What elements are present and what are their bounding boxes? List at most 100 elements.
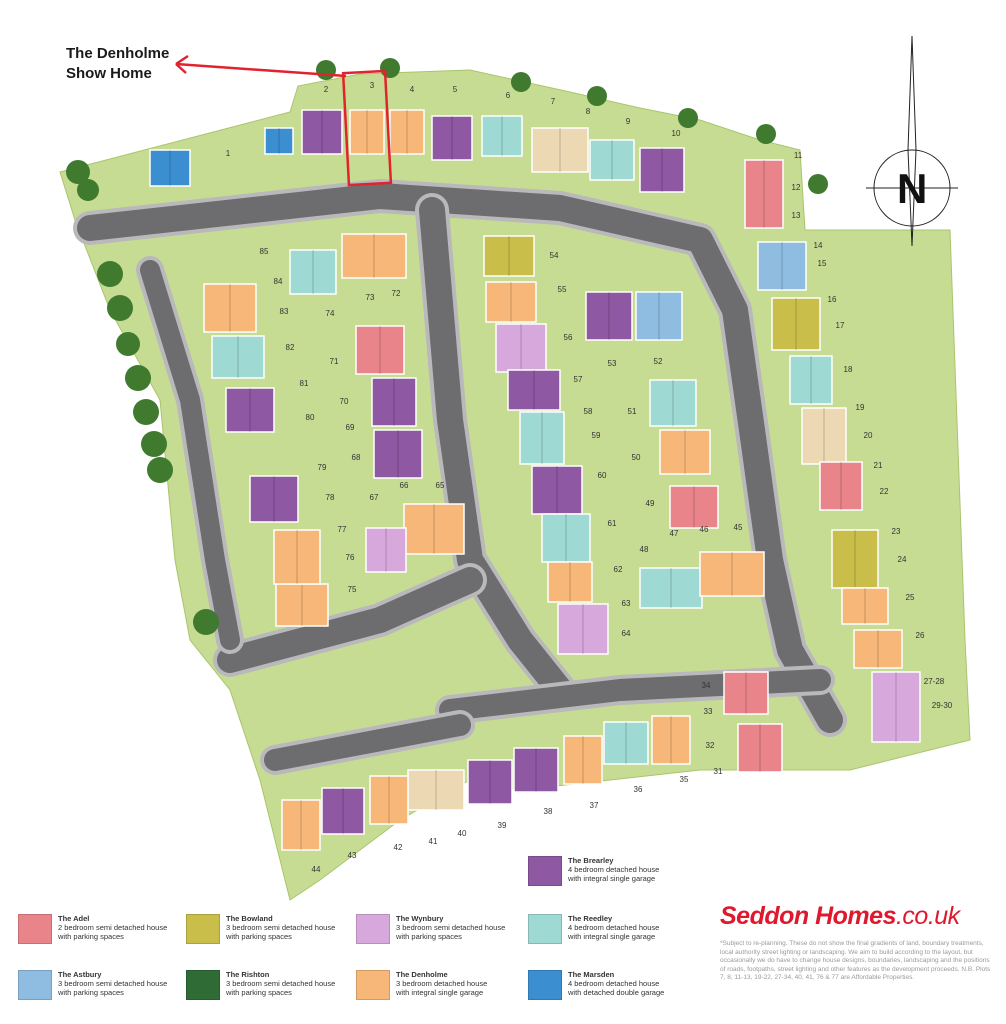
house-denholme xyxy=(281,799,321,851)
legend-house-name: The Adel xyxy=(58,914,90,923)
house-brearley xyxy=(373,429,423,479)
house-denholme xyxy=(485,281,537,323)
show-home-callout: The Denholme Show Home xyxy=(66,44,169,84)
plot-label-10: 10 xyxy=(672,129,681,138)
legend-house-desc: 4 bedroom detached house xyxy=(568,979,660,988)
house-reedley xyxy=(639,567,703,609)
plot-label-83: 83 xyxy=(280,307,289,316)
house-plots xyxy=(149,109,921,851)
house-reedley xyxy=(603,721,649,765)
plot-label-80: 80 xyxy=(306,413,315,422)
house-reedley xyxy=(649,379,697,427)
house-adel xyxy=(723,671,769,715)
house-reedley xyxy=(289,249,337,295)
house-brearley xyxy=(531,465,583,515)
legend-swatch-marsden xyxy=(528,970,562,1000)
house-denholme xyxy=(203,283,257,333)
legend-house-desc: 3 bedroom semi detached house xyxy=(226,923,336,932)
house-reedley xyxy=(589,139,635,181)
house-denholme xyxy=(547,561,593,603)
plot-label-77: 77 xyxy=(338,525,347,534)
house-cream xyxy=(531,127,589,173)
legend-swatch-bowland xyxy=(186,914,220,944)
compass-north-label: N xyxy=(897,165,928,212)
plot-label-37: 37 xyxy=(590,801,599,810)
plot-label-1: 1 xyxy=(226,149,231,158)
legend-house-garage: with parking spaces xyxy=(58,988,124,997)
house-brearley xyxy=(371,377,417,427)
plot-label-75: 75 xyxy=(348,585,357,594)
house-bowland xyxy=(771,297,821,351)
plot-label-31: 31 xyxy=(714,767,723,776)
plot-label-2: 2 xyxy=(324,85,329,94)
plot-label-6: 6 xyxy=(506,91,511,100)
plot-label-8: 8 xyxy=(586,107,591,116)
legend-house-name: The Rishton xyxy=(226,970,270,979)
plot-label-60: 60 xyxy=(598,471,607,480)
plot-label-20: 20 xyxy=(864,431,873,440)
house-denholme xyxy=(841,587,889,625)
plot-label-61: 61 xyxy=(608,519,617,528)
plot-label-9: 9 xyxy=(626,117,631,126)
plot-label-71: 71 xyxy=(330,357,339,366)
plot-label-17: 17 xyxy=(836,321,845,330)
house-denholme xyxy=(651,715,691,765)
house-adel xyxy=(819,461,863,511)
plot-label-21: 21 xyxy=(874,461,883,470)
house-denholme xyxy=(341,233,407,279)
show-home-subtitle: Show Home xyxy=(66,65,152,82)
legend-house-name: The Astbury xyxy=(58,970,102,979)
show-home-arrow xyxy=(175,62,347,78)
disclaimer-text: *Subject to re-planning. These do not sh… xyxy=(720,940,991,982)
compass xyxy=(866,35,958,247)
plot-label-36: 36 xyxy=(634,785,643,794)
plot-label-35: 35 xyxy=(680,775,689,784)
plot-label-34: 34 xyxy=(702,681,711,690)
plot-label-38: 38 xyxy=(544,807,553,816)
plot-label-23: 23 xyxy=(892,527,901,536)
plot-label-27-28: 27-28 xyxy=(924,677,945,686)
plot-label-57: 57 xyxy=(574,375,583,384)
house-brearley xyxy=(225,387,275,433)
legend-house-desc: 3 bedroom semi detached house xyxy=(58,979,168,988)
house-astbury xyxy=(635,291,683,341)
house-brearley xyxy=(513,747,559,793)
house-denholme xyxy=(273,529,321,585)
arrow-head-icon xyxy=(175,54,189,74)
plot-label-42: 42 xyxy=(394,843,403,852)
house-bowland xyxy=(483,235,535,277)
plot-label-16: 16 xyxy=(828,295,837,304)
legend-house-name: The Denholme xyxy=(396,970,448,979)
house-reedley xyxy=(541,513,591,563)
house-brearley xyxy=(431,115,473,161)
plot-label-78: 78 xyxy=(326,493,335,502)
plot-label-49: 49 xyxy=(646,499,655,508)
legend-house-garage: with parking spaces xyxy=(396,932,462,941)
house-denholme xyxy=(349,109,385,155)
plot-label-79: 79 xyxy=(318,463,327,472)
legend-house-desc: 4 bedroom detached house xyxy=(568,923,660,932)
plot-label-47: 47 xyxy=(670,529,679,538)
house-brearley xyxy=(301,109,343,155)
plot-label-70: 70 xyxy=(340,397,349,406)
plot-label-51: 51 xyxy=(628,407,637,416)
plot-label-26: 26 xyxy=(916,631,925,640)
plot-label-68: 68 xyxy=(352,453,361,462)
plot-label-66: 66 xyxy=(400,481,409,490)
legend-house-garage: with detached double garage xyxy=(568,988,665,997)
legend-house-desc: 2 bedroom semi detached house xyxy=(58,923,168,932)
plot-label-12: 12 xyxy=(792,183,801,192)
house-reedley xyxy=(211,335,265,379)
house-wynbury xyxy=(365,527,407,573)
